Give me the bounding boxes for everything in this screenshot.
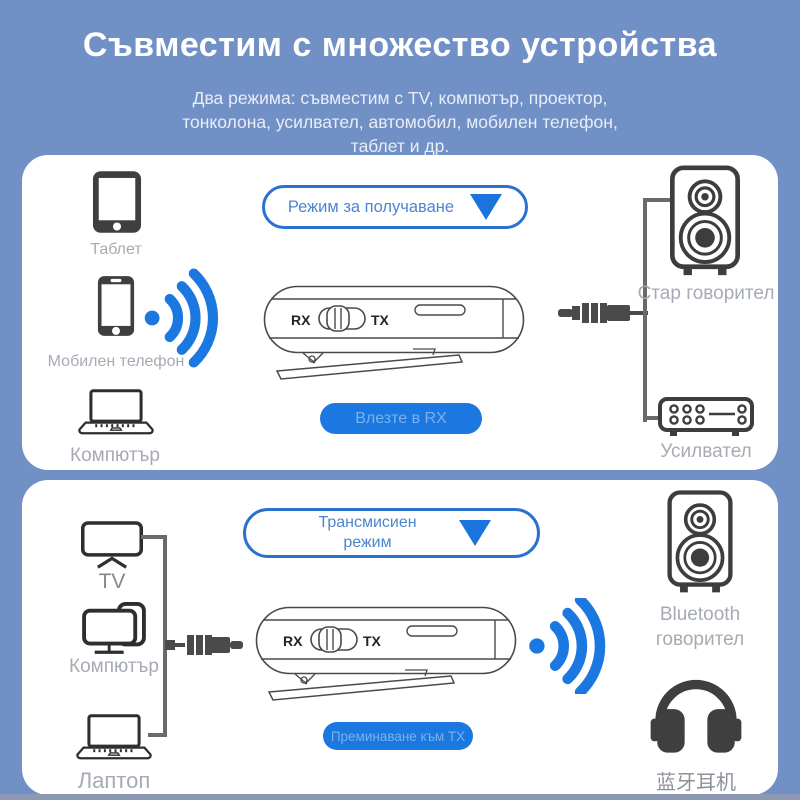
headphones-icon xyxy=(650,679,742,753)
receive-mode-panel: Таблет Мобилен телефон Компютър xyxy=(22,155,778,470)
device-label: Компютър xyxy=(69,656,159,677)
enter-rx-button[interactable]: Влезте в RX xyxy=(320,403,482,434)
bottom-edge-strip xyxy=(0,794,800,800)
speaker-icon xyxy=(670,165,740,276)
action-label: Влезте в RX xyxy=(355,409,447,427)
subtitle-line: тонколона, усилвател, автомобил, мобилен… xyxy=(182,112,618,132)
mode-label: Трансмисиен режим xyxy=(318,514,417,551)
page-title: Съвместим с множество устройства xyxy=(82,26,718,64)
device-label: 蓝牙耳机 xyxy=(656,772,736,794)
arrow-down-icon xyxy=(470,194,503,220)
subtitle-line: Два режима: съвместим с TV, компютър, пр… xyxy=(192,88,608,108)
switch-to-tx-button[interactable]: Преминаване към TX xyxy=(323,722,473,750)
connector-line xyxy=(163,535,167,737)
device-label: Лаптоп xyxy=(77,768,151,793)
tx-label: TX xyxy=(363,633,382,649)
connector-line xyxy=(141,535,167,539)
audio-jack-cable-icon xyxy=(165,635,243,655)
wireless-signal-icon xyxy=(529,598,606,694)
device-label: TV xyxy=(98,570,126,593)
connector-line xyxy=(643,198,671,202)
speaker-icon xyxy=(667,490,733,593)
connector-line xyxy=(148,733,167,737)
device-label: Таблет xyxy=(90,241,142,258)
arrow-down-icon xyxy=(458,520,491,546)
audio-jack-cable-icon xyxy=(558,303,648,323)
laptop-icon xyxy=(78,389,154,435)
mode-label: Режим за получаване xyxy=(287,197,455,216)
wireless-signal-icon xyxy=(144,268,219,368)
smartphone-icon xyxy=(97,276,135,336)
device-label: Мобилен телефон xyxy=(47,353,185,370)
device-label: Bluetooth говорител xyxy=(655,604,745,650)
tablet-icon xyxy=(92,171,142,233)
action-label: Преминаване към TX xyxy=(330,728,466,744)
transmit-mode-panel: TV Компютър Лаптоп xyxy=(22,480,778,795)
tv-icon xyxy=(81,521,143,569)
monitor-icon xyxy=(82,602,146,654)
subtitle-line: таблет и др. xyxy=(350,136,450,156)
laptop-icon xyxy=(76,714,152,760)
connector-line xyxy=(643,416,663,420)
device-label: Стар говорител xyxy=(637,283,775,304)
amplifier-icon xyxy=(658,397,754,436)
connector-line xyxy=(643,198,647,422)
device-label: Усилвател xyxy=(660,441,752,462)
device-label: Компютър xyxy=(70,445,160,466)
rx-label: RX xyxy=(291,312,311,328)
bluetooth-adapter-device: RX TX xyxy=(255,606,517,701)
page-subtitle: Два режима: съвместим с TV, компютър, пр… xyxy=(0,86,800,158)
tx-label: TX xyxy=(371,312,390,328)
mode-selector-button[interactable]: Трансмисиен режим xyxy=(243,508,540,558)
rx-label: RX xyxy=(283,633,303,649)
mode-selector-button[interactable]: Режим за получаване xyxy=(262,185,528,229)
bluetooth-adapter-device: RX TX xyxy=(263,285,525,380)
